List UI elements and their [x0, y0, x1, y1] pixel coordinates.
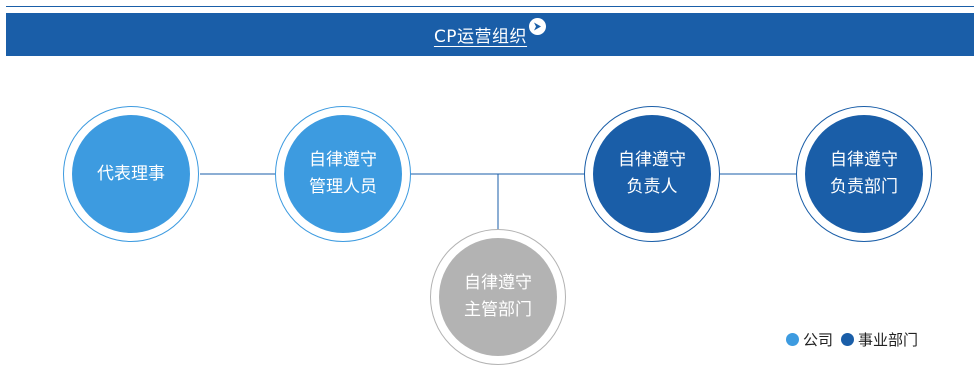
node-label-line1: 自律遵守 — [618, 150, 686, 170]
node-label-line1: 自律遵守 — [309, 150, 377, 170]
light-blue-dot-icon — [786, 333, 799, 346]
top-divider — [6, 6, 974, 7]
node-label-line2: 主管部门 — [464, 300, 532, 320]
node-representative-director: 代表理事 — [63, 106, 199, 242]
node-label-line2: 负责部门 — [830, 177, 898, 197]
node-label-line1: 自律遵守 — [464, 273, 532, 293]
node-label: 代表理事 — [97, 163, 165, 184]
node-compliance-supervising-department: 自律遵守 主管部门 — [430, 229, 566, 365]
node-compliance-manager: 自律遵守 管理人员 — [275, 106, 411, 242]
node-label-line2: 负责人 — [626, 177, 678, 197]
node-compliance-department: 自律遵守 负责部门 — [796, 106, 932, 242]
header-title-link[interactable]: CP运营组织 — [433, 27, 528, 47]
node-compliance-officer: 自律遵守 负责人 — [584, 106, 720, 242]
legend-label: 事业部门 — [858, 331, 919, 349]
legend: 公司 事业部门 — [786, 329, 926, 350]
legend-label: 公司 — [803, 331, 834, 349]
header-bar: CP运营组织 — [6, 13, 974, 56]
legend-item-business-department: 事业部门 — [841, 329, 918, 350]
dark-blue-dot-icon — [841, 333, 855, 346]
node-label-line1: 自律遵守 — [830, 150, 898, 170]
legend-item-company: 公司 — [786, 329, 833, 350]
node-label-line2: 管理人员 — [309, 177, 377, 197]
navigation-arrow-icon[interactable] — [529, 18, 547, 35]
